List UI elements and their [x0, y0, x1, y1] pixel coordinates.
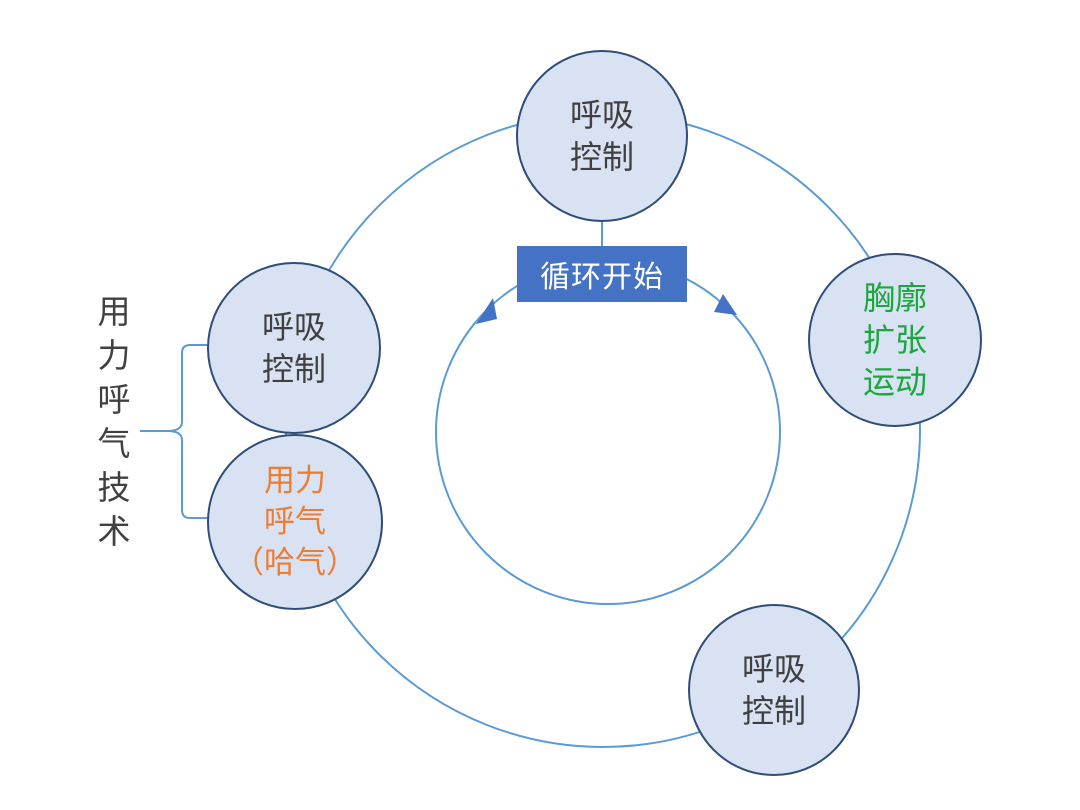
technique-label-char: 技: [97, 468, 131, 507]
forced-expiration-technique-label: 用 力 呼 气 技 术: [92, 290, 136, 554]
forced-expiration-node: 用力 呼气 （哈气）: [207, 434, 383, 610]
breathing-control-node-left: 呼吸 控制: [207, 262, 381, 434]
node-label-line: 胸廓: [862, 279, 927, 317]
arrowhead-left: [476, 298, 497, 324]
breathing-control-node-bottom: 呼吸 控制: [688, 604, 860, 776]
node-label-line: （哈气）: [233, 544, 357, 581]
technique-label-char: 气: [97, 424, 131, 463]
cycle-start-label: 循环开始: [517, 246, 687, 302]
node-label-line: 控制: [569, 138, 634, 176]
node-label-line: 呼吸: [261, 308, 326, 346]
node-label-line: 控制: [261, 350, 326, 388]
node-label-line: 呼吸: [569, 96, 634, 134]
arrowhead-right: [714, 294, 737, 315]
node-label-line: 呼吸: [741, 650, 806, 688]
node-label-line: 扩张: [862, 321, 927, 359]
node-label-line: 控制: [741, 692, 806, 730]
breathing-control-node-top: 呼吸 控制: [516, 50, 688, 222]
technique-label-char: 术: [97, 512, 131, 551]
node-label-line: 运动: [862, 363, 927, 401]
thoracic-expansion-node: 胸廓 扩张 运动: [808, 253, 982, 427]
technique-label-char: 力: [97, 336, 131, 375]
node-label-line: 用力: [264, 462, 326, 499]
technique-brace: [140, 344, 209, 519]
technique-label-char: 呼: [97, 380, 131, 419]
technique-label-char: 用: [97, 292, 131, 331]
node-label-line: 呼气: [264, 503, 326, 540]
